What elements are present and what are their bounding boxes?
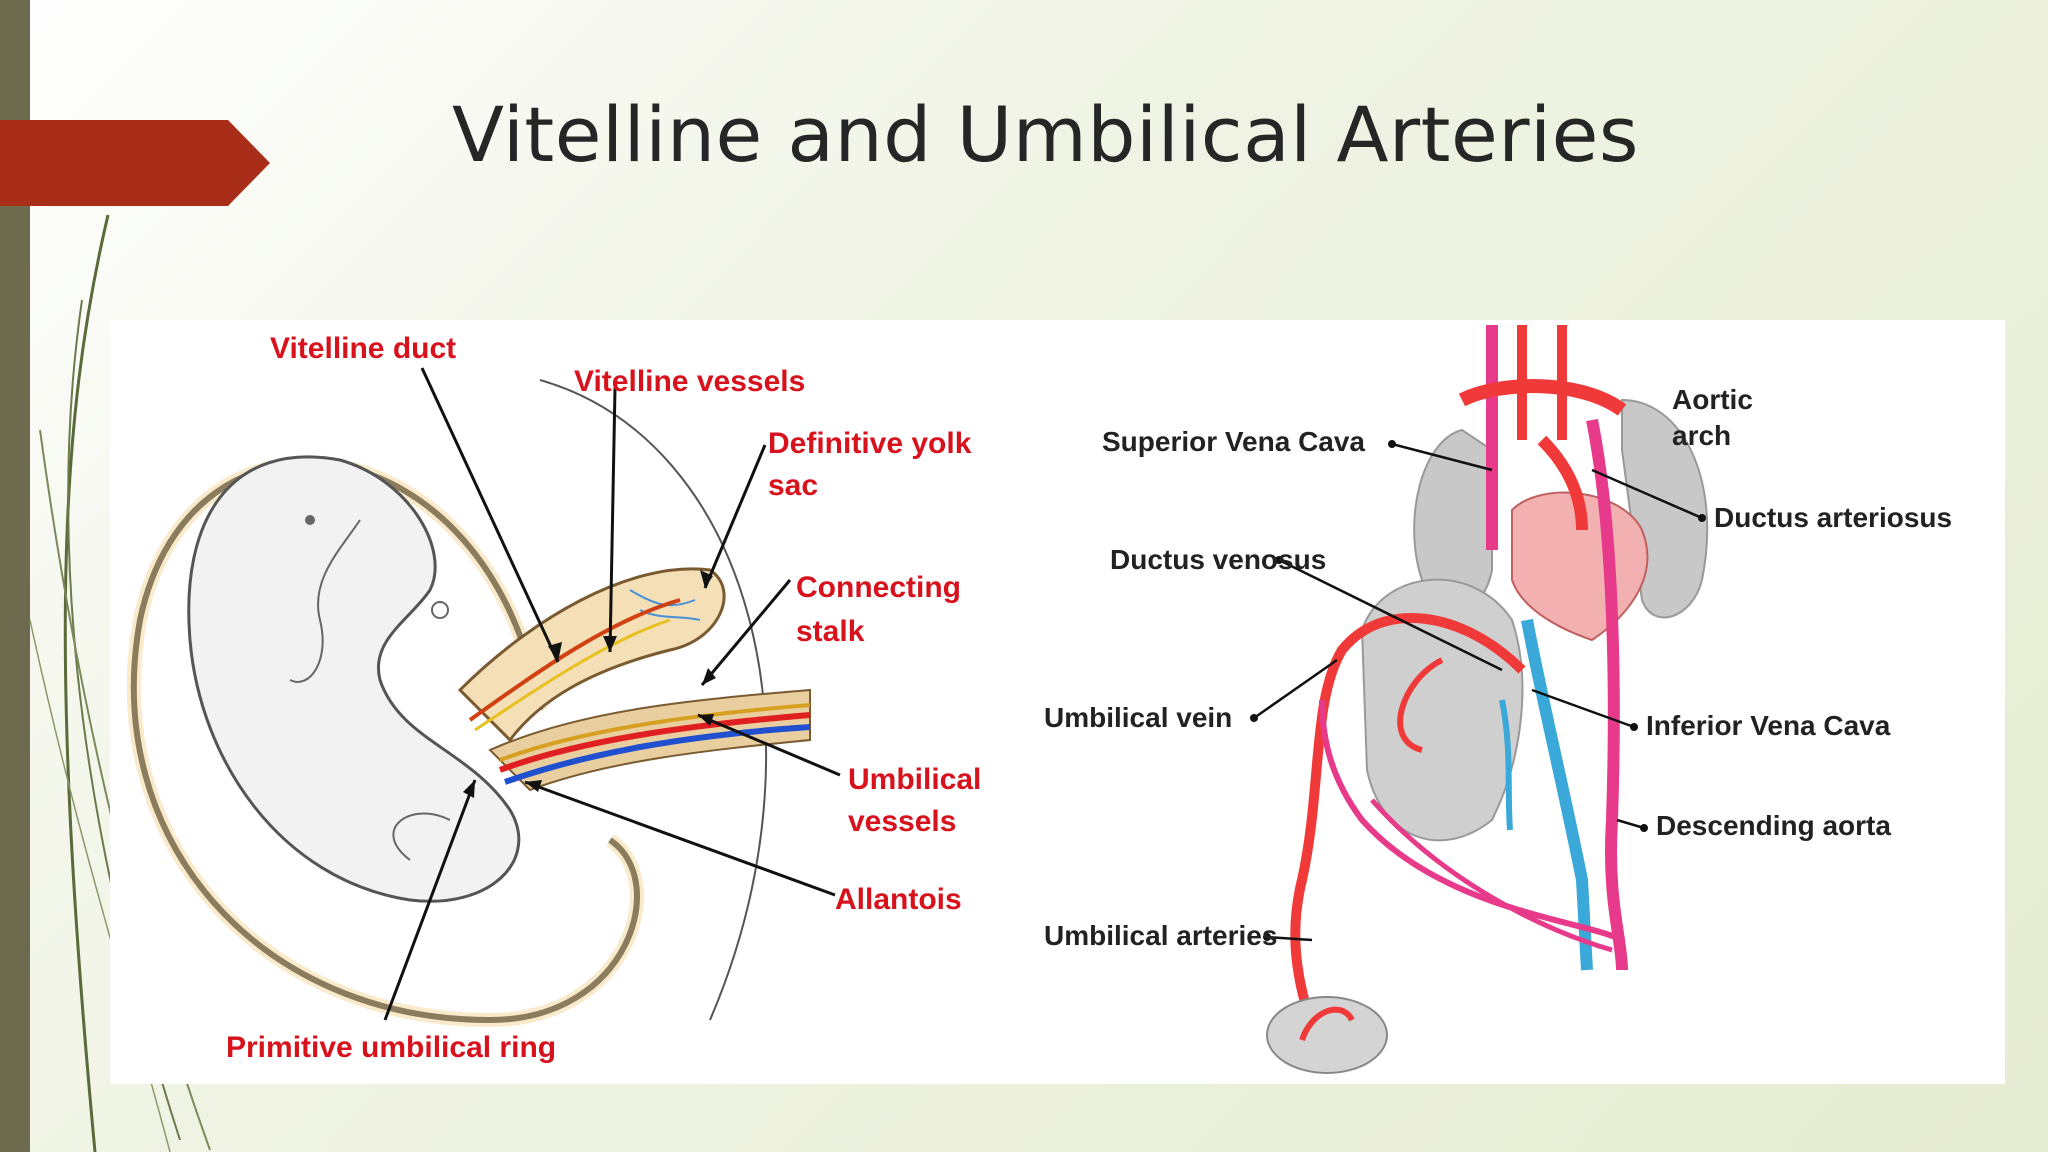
- label-vitelline-duct: Vitelline duct: [270, 332, 457, 365]
- label-umbilical-arteries: Umbilical arteries: [1044, 920, 1278, 951]
- label-inferior-vena-cava: Inferior Vena Cava: [1646, 710, 1891, 741]
- label-vitelline-vessels: Vitelline vessels: [574, 365, 806, 398]
- label-primitive-umbilical-ring: Primitive umbilical ring: [226, 1031, 557, 1064]
- fetal-circulation-illustration: [1250, 325, 1709, 1074]
- page-title: Vitelline and Umbilical Arteries: [452, 90, 1639, 179]
- label-definitive-yolk-sac-line2: sac: [768, 469, 819, 502]
- label-ductus-arteriosus: Ductus arteriosus: [1714, 502, 1953, 533]
- label-connecting-stalk-line1: Connecting: [796, 571, 961, 604]
- title-accent-arrow: [0, 120, 270, 206]
- label-umbilical-vessels-line1: Umbilical: [848, 763, 982, 796]
- label-aortic-arch-line1: Aortic: [1672, 384, 1753, 415]
- label-umbilical-vein: Umbilical vein: [1044, 702, 1233, 733]
- label-allantois: Allantois: [835, 883, 962, 916]
- embryo-diagram-panel: Vitelline duct Vitelline vessels Definit…: [110, 320, 1022, 1084]
- label-aortic-arch-line2: arch: [1672, 420, 1732, 451]
- label-definitive-yolk-sac-line1: Definitive yolk: [768, 427, 972, 460]
- decorative-swoosh: [29, 214, 211, 1152]
- label-superior-vena-cava: Superior Vena Cava: [1102, 426, 1366, 457]
- label-ductus-venosus: Ductus venosus: [1110, 544, 1327, 575]
- label-connecting-stalk-line2: stalk: [796, 615, 865, 648]
- embryo-illustration: [126, 367, 841, 1028]
- label-descending-aorta: Descending aorta: [1656, 810, 1891, 841]
- label-umbilical-vessels-line2: vessels: [848, 805, 957, 838]
- fetal-circulation-panel: Aortic arch Superior Vena Cava Ductus ar…: [1022, 320, 2005, 1084]
